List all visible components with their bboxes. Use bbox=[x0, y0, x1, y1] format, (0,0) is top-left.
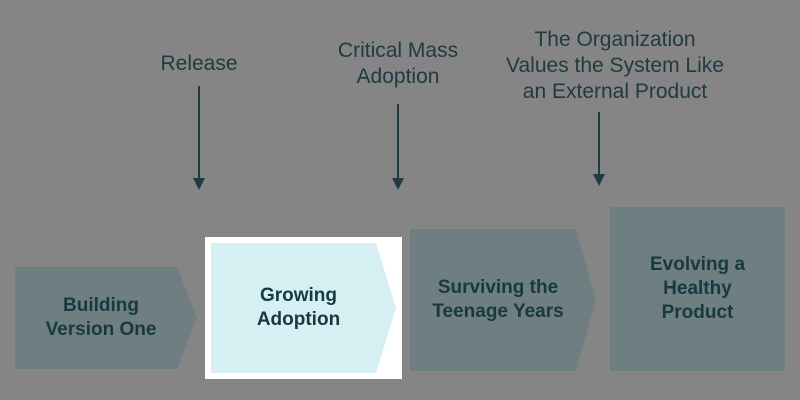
organization-arrow-head bbox=[593, 174, 605, 186]
stage-growing-adoption: Growing Adoption bbox=[256, 285, 341, 330]
stage-shape-surviving bbox=[410, 229, 596, 371]
release-arrow-head bbox=[193, 178, 205, 190]
stage-building-version-one: Building Version One bbox=[45, 295, 157, 340]
stage-shape-building bbox=[15, 267, 197, 369]
stage-surviving-teenage-years: Surviving the Teenage Years bbox=[432, 277, 564, 322]
stage-evolving-healthy-product: Evolving a Healthy Product bbox=[649, 254, 746, 323]
milestone-critical-mass: Critical Mass Adoption bbox=[337, 39, 459, 88]
milestone-release: Release bbox=[160, 52, 238, 75]
critical-mass-arrow-head bbox=[392, 178, 404, 190]
stage-shape-evolving bbox=[610, 207, 785, 371]
stage-shape-growing bbox=[211, 243, 396, 373]
milestone-organization-values: The Organization Values the System Like … bbox=[506, 28, 724, 103]
